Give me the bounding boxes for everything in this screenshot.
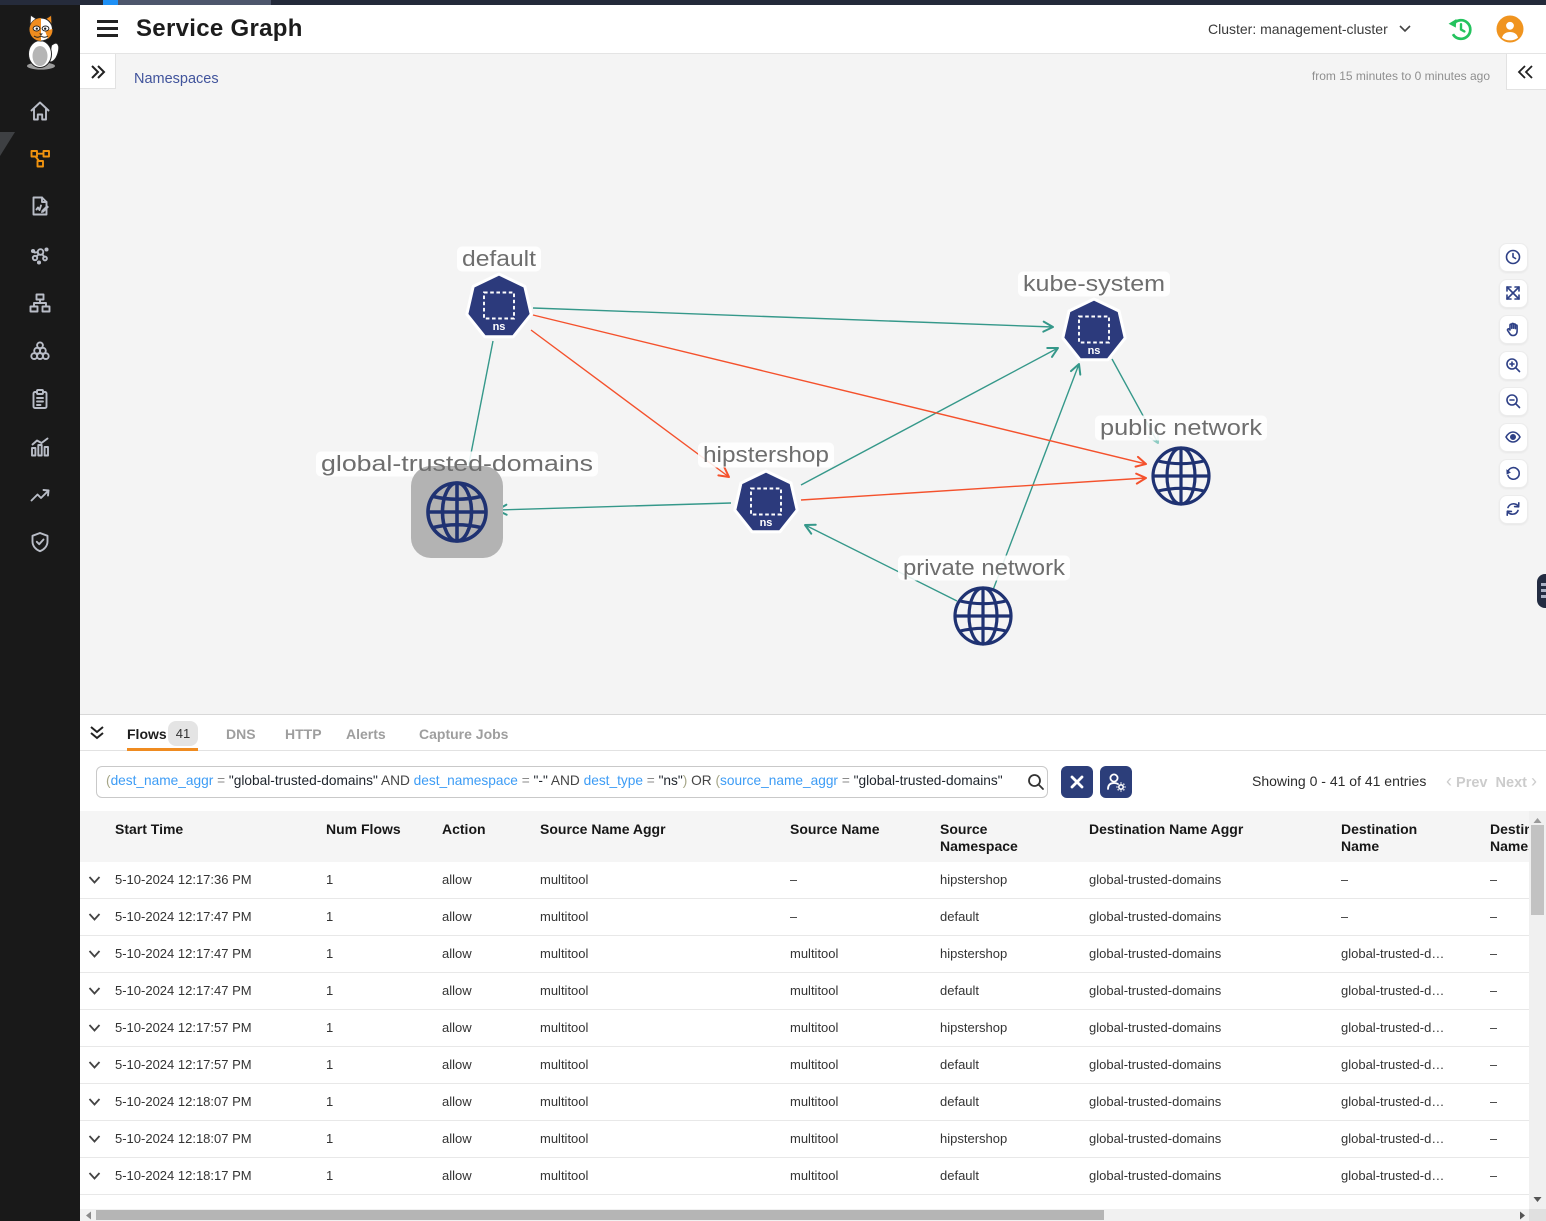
svg-text:kube-system: kube-system [1023, 271, 1165, 296]
svg-text:ns: ns [760, 517, 773, 529]
svg-text:default: default [462, 246, 536, 271]
svg-text:global-trusted-domains: global-trusted-domains [321, 451, 593, 476]
svg-text:public network: public network [1100, 415, 1263, 440]
svg-text:private network: private network [903, 555, 1066, 580]
svg-text:ns: ns [493, 321, 506, 333]
svg-text:ns: ns [1088, 345, 1101, 357]
svg-text:hipstershop: hipstershop [703, 442, 829, 467]
